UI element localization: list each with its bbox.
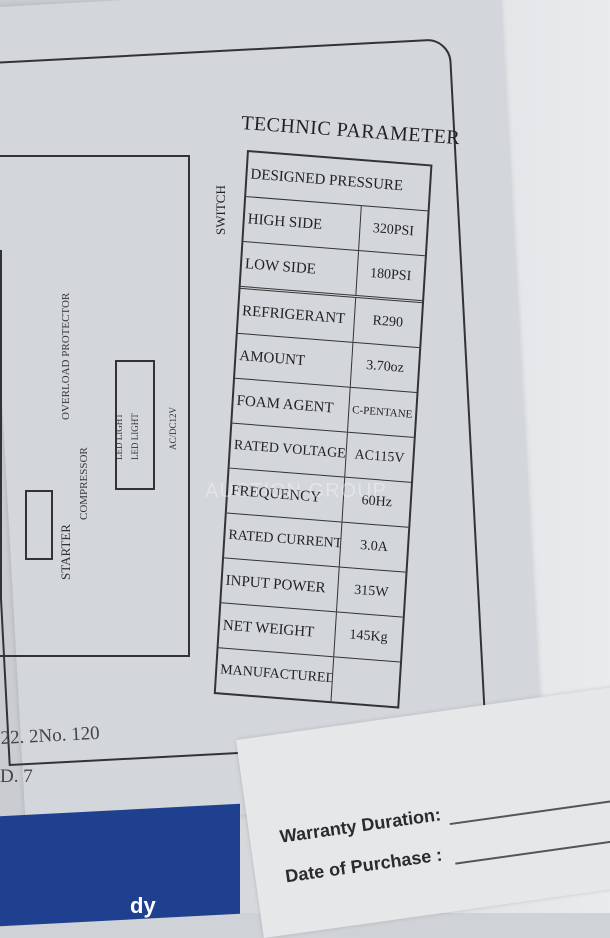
row-label: RATED VOLTAGE: [229, 423, 348, 477]
wiring-diagram: [0, 150, 240, 710]
watermark-text: AUCTION GROUP: [205, 480, 387, 502]
model-line-2: D. 7: [0, 766, 33, 787]
adapter-label: AC/DC12V: [168, 406, 178, 450]
row-label: FOAM AGENT: [232, 378, 351, 432]
led-light-label-1: LED LIGHT: [114, 413, 124, 460]
row-label: LOW SIDE: [240, 241, 360, 296]
row-value: AC115V: [354, 447, 405, 467]
date-of-purchase-line: [455, 839, 610, 865]
starter-label: STARTER: [58, 524, 73, 580]
row-value: 145Kg: [349, 627, 388, 646]
led-light-label-2: LED LIGHT: [130, 413, 140, 460]
warranty-duration-line: [449, 799, 610, 825]
row-label: REFRIGERANT: [237, 288, 357, 342]
row-value: 320PSI: [372, 221, 415, 240]
parameter-table: DESIGNED PRESSURE HIGH SIDE 320PSI LOW S…: [213, 150, 433, 709]
overload-protector-label: OVERLOAD PROTECTOR: [60, 292, 72, 420]
row-label: RATED CURRENT: [224, 513, 343, 567]
row-value: 3.0A: [359, 538, 389, 556]
blue-brand-panel: [0, 803, 240, 927]
blue-panel-text: dy: [130, 893, 156, 918]
row-label: MANUFACTURED: [215, 648, 335, 702]
row-value: C-PENTANE: [351, 404, 413, 421]
warranty-duration-label: Warranty Duration:: [278, 804, 443, 847]
row-label: NET WEIGHT: [218, 603, 337, 657]
row-value: [332, 657, 400, 706]
row-value: 3.70oz: [365, 357, 405, 376]
row-value: R290: [372, 313, 404, 331]
compressor-label: COMPRESSOR: [78, 447, 90, 520]
row-label: INPUT POWER: [221, 558, 340, 612]
row-label: HIGH SIDE: [243, 197, 362, 251]
row-value: 315W: [353, 582, 389, 601]
switch-label: SWITCH: [213, 185, 228, 235]
row-label: AMOUNT: [235, 333, 354, 387]
row-value: 180PSI: [369, 266, 412, 285]
date-of-purchase-label: Date of Purchase :: [284, 844, 444, 887]
